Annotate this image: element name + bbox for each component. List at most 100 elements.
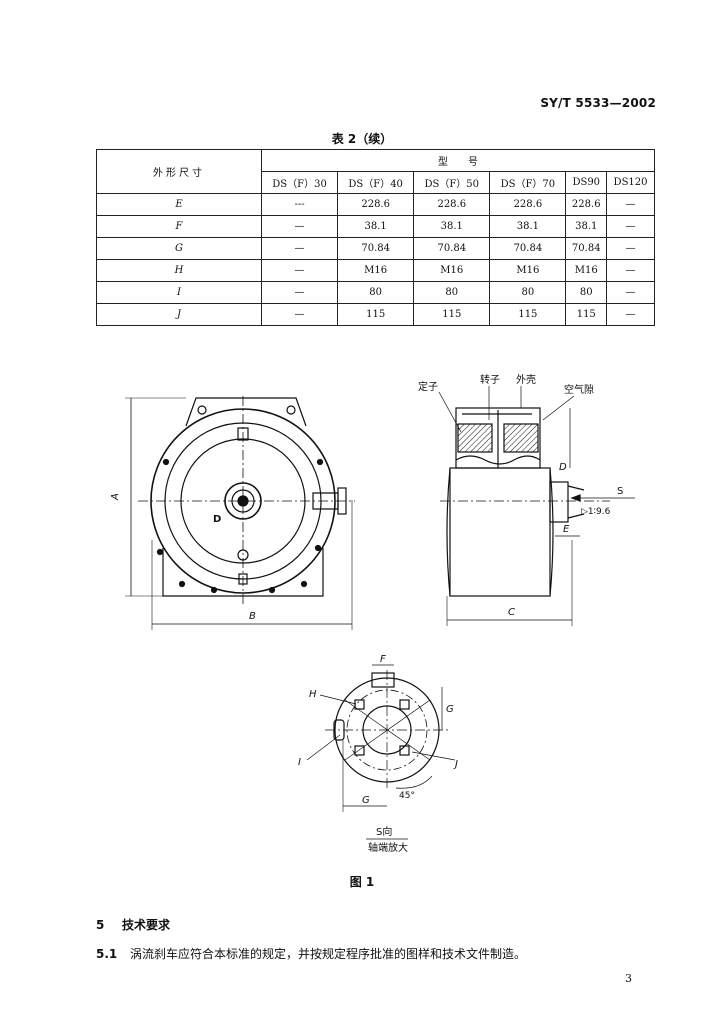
table-cell: M16 (413, 259, 491, 282)
table-cell: M16 (565, 259, 608, 282)
model-name: DS（F）50 (413, 171, 491, 194)
table-cell: M16 (337, 259, 415, 282)
table-caption: 表 2（续） (331, 132, 393, 146)
row-label: F (96, 215, 262, 238)
label-h: H (309, 689, 317, 700)
table-cell: 70.84 (413, 237, 491, 260)
label-stator: 定子 (418, 380, 438, 393)
model-names-row: DS（F）30 DS（F）40 DS（F）50 DS（F）70 DS90 DS1… (97, 171, 655, 194)
table-cell: 228.6 (413, 193, 491, 216)
section-number: 5 (96, 918, 105, 932)
model-header: 型 号 (261, 149, 655, 172)
stud-hole (399, 699, 410, 710)
table-cell: 70.84 (489, 237, 567, 260)
table-cell: 38.1 (337, 215, 415, 238)
label-taper: ▷1∶9.6 (581, 507, 611, 517)
clause-number: 5.1 (96, 947, 118, 961)
table-cell: — (606, 303, 655, 326)
leader-airgap (542, 395, 575, 421)
label-e: E (563, 524, 570, 535)
table-row: G — 70.84 70.84 70.84 70.84 — (96, 237, 655, 260)
diagonal (344, 699, 431, 761)
standard-number: SY/T 5533—2002 (540, 96, 656, 110)
page-number: 3 (625, 972, 632, 985)
label-d-front: D (213, 514, 221, 525)
table-cell: — (606, 193, 655, 216)
row-label: I (96, 281, 262, 304)
side-left-curve (446, 467, 451, 597)
label-d-side: D (559, 462, 567, 473)
table-cell: — (260, 303, 339, 326)
angle-arc (395, 775, 433, 789)
table-cell: 115 (337, 303, 415, 326)
label-i: I (298, 757, 301, 768)
table-cell: — (260, 237, 339, 260)
shaft-end-view: F G H I J G 45° S向 轴端放大 (298, 654, 458, 854)
table-cell: 228.6 (337, 193, 415, 216)
table-cell: 80 (565, 281, 608, 304)
stator-section (457, 423, 493, 453)
label-angle: 45° (399, 791, 415, 801)
table-cell: 228.6 (489, 193, 567, 216)
label-g-right: G (446, 704, 454, 715)
side-body (449, 467, 551, 597)
view-subtitle: 轴端放大 (368, 841, 408, 854)
label-rotor: 转子 (480, 373, 500, 386)
table-cell: 38.1 (489, 215, 567, 238)
table-cell: 228.6 (565, 193, 608, 216)
section-title: 技术要求 (122, 918, 171, 932)
label-s: S (617, 486, 623, 497)
keyway (371, 672, 395, 688)
leader-h (319, 694, 357, 705)
table-cell: M16 (489, 259, 567, 282)
shaft-end (549, 481, 569, 523)
row-label: E (96, 193, 262, 216)
row-label: G (96, 237, 262, 260)
table-cell: 115 (489, 303, 567, 326)
model-name: DS（F）40 (337, 171, 415, 194)
table-cell: 38.1 (565, 215, 608, 238)
table-cell: 115 (565, 303, 608, 326)
taper-line (567, 485, 585, 491)
rotor-section (503, 423, 539, 453)
arrow-head (570, 494, 581, 502)
front-view: A B D (110, 396, 355, 630)
stud-hole (354, 699, 365, 710)
side-view: 定子 转子 外壳 空气隙 D E S ▷1∶9.6 C (418, 373, 635, 626)
stud-hole (354, 745, 365, 756)
label-airgap: 空气隙 (564, 383, 594, 396)
break-line (455, 455, 541, 465)
table-cell: — (260, 281, 339, 304)
leader-stator (438, 391, 462, 433)
table-cell: — (606, 259, 655, 282)
table-cell: 115 (413, 303, 491, 326)
bolt (156, 548, 164, 556)
table-cell: — (606, 215, 655, 238)
table-cell: — (606, 281, 655, 304)
row-label: J (96, 303, 262, 326)
taper-line (567, 513, 585, 519)
table-cell: 80 (337, 281, 415, 304)
table-cell: 70.84 (565, 237, 608, 260)
dimension-table: 外形尺寸 型 号 DS（F）30 DS（F）40 DS（F）50 DS（F）70… (96, 149, 655, 326)
table-cell: — (606, 237, 655, 260)
table-cell: — (260, 259, 339, 282)
row-label: H (96, 259, 262, 282)
bolt (268, 586, 276, 594)
figure-caption: 图 1 (349, 875, 375, 889)
stud-hole (399, 745, 410, 756)
label-f: F (380, 654, 386, 665)
bolt (300, 580, 308, 588)
bracket-hole (286, 405, 296, 415)
figure-drawing: A B D 定子 转子 外壳 空气隙 D E S (110, 373, 635, 854)
label-b: B (249, 611, 256, 622)
table-row: F — 38.1 38.1 38.1 38.1 — (96, 215, 655, 238)
bracket-hole (197, 405, 207, 415)
bolt (162, 458, 170, 466)
table-header-row: 外形尺寸 型 号 (96, 149, 655, 194)
model-name: DS（F）30 (260, 171, 339, 194)
model-name: DS（F）70 (489, 171, 567, 194)
label-outer: 外壳 (516, 373, 536, 386)
table-cell: --- (260, 193, 339, 216)
